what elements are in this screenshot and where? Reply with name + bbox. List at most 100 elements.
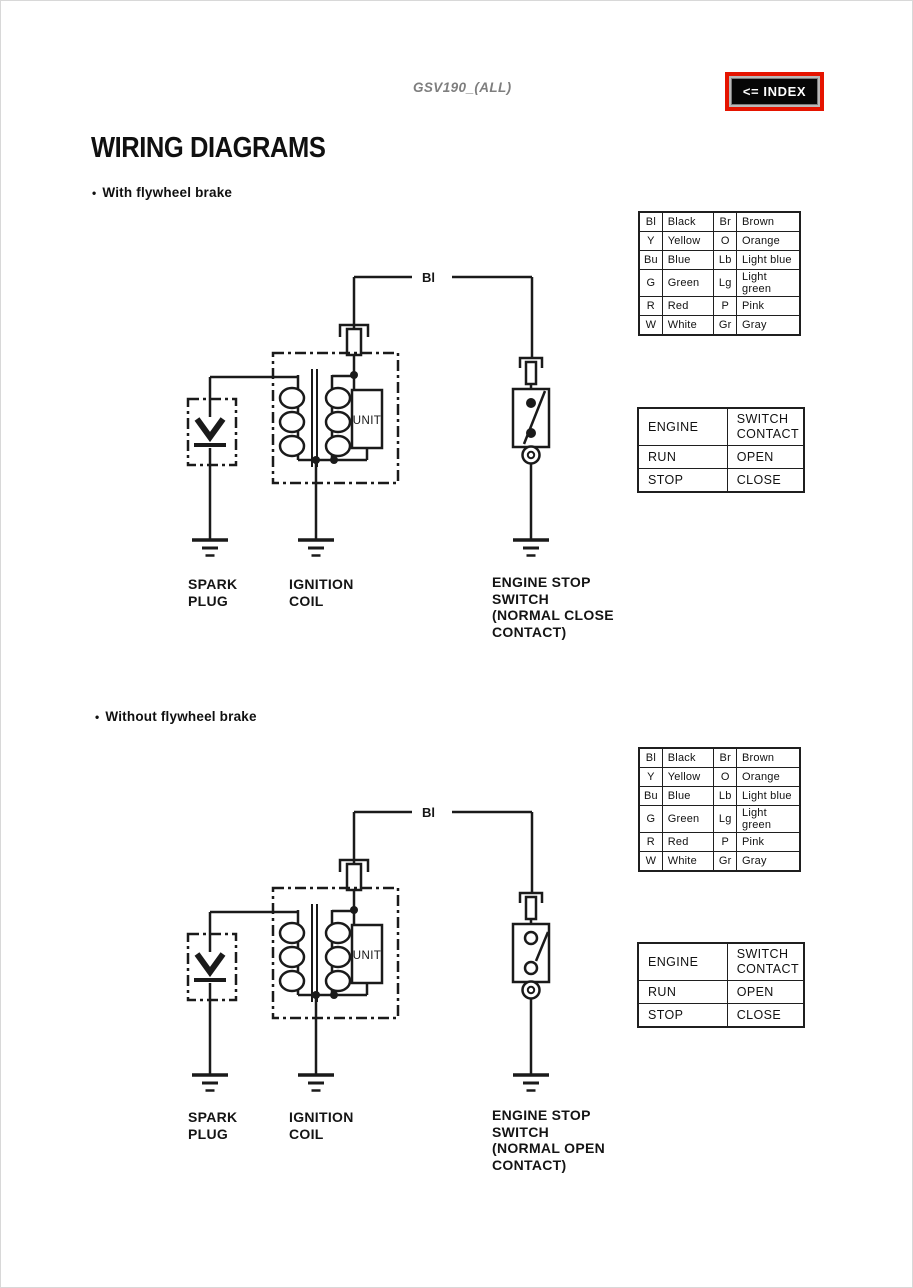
table-cell: Black: [661, 211, 715, 232]
table-cell: Y: [638, 231, 663, 251]
table-cell: G: [638, 269, 663, 297]
table-cell: W: [638, 851, 663, 872]
table-cell: Red: [661, 832, 715, 852]
table-cell: Light green: [736, 269, 801, 297]
table-cell: Bu: [638, 786, 663, 806]
unit-label: UNIT: [353, 415, 381, 427]
table-cell: CLOSE: [726, 468, 805, 493]
table-cell: R: [638, 296, 663, 316]
table-cell: ENGINE: [637, 942, 728, 981]
table-cell: RUN: [637, 445, 728, 469]
table-cell: Gr: [713, 315, 738, 336]
table-cell: SWITCH CONTACT: [726, 407, 805, 446]
table-cell: Pink: [736, 832, 801, 852]
table-cell: Bu: [638, 250, 663, 270]
section-label-text: With flywheel brake: [102, 185, 233, 200]
section-label-text: Without flywheel brake: [105, 709, 257, 724]
wire-color-label: Bl: [422, 805, 435, 820]
table-cell: Light blue: [736, 250, 801, 270]
table-cell: STOP: [637, 468, 728, 493]
table-cell: Gray: [736, 851, 801, 872]
table-cell: Bl: [638, 747, 663, 768]
table-cell: Blue: [661, 250, 715, 270]
table-cell: Lb: [713, 786, 738, 806]
index-button-label: <= INDEX: [731, 78, 818, 105]
table-cell: CLOSE: [726, 1003, 805, 1028]
table-cell: SWITCH CONTACT: [726, 942, 805, 981]
table-cell: Gray: [736, 315, 801, 336]
table-cell: Y: [638, 767, 663, 787]
bullet-icon: •: [95, 710, 100, 724]
engine-stop-switch-label: ENGINE STOP SWITCH (NORMAL OPEN CONTACT): [492, 1107, 606, 1173]
spark-plug-label: SPARK PLUG: [188, 1109, 238, 1142]
table-cell: P: [713, 296, 738, 316]
table-cell: OPEN: [726, 445, 805, 469]
section-heading-without-flywheel-brake: • Without flywheel brake: [95, 709, 257, 724]
document-code: GSV190_(ALL): [413, 80, 512, 95]
table-cell: Green: [661, 805, 715, 833]
wiring-diagram-without-flywheel-brake: Bl UNIT: [150, 805, 610, 1110]
table-cell: Blue: [661, 786, 715, 806]
table-cell: Orange: [736, 231, 801, 251]
table-cell: Lg: [713, 269, 738, 297]
table-cell: Black: [661, 747, 715, 768]
table-cell: Gr: [713, 851, 738, 872]
table-cell: Bl: [638, 211, 663, 232]
table-cell: O: [713, 767, 738, 787]
table-cell: Yellow: [661, 231, 715, 251]
table-cell: O: [713, 231, 738, 251]
table-cell: OPEN: [726, 980, 805, 1004]
table-cell: Light blue: [736, 786, 801, 806]
table-cell: Brown: [736, 747, 801, 768]
table-cell: Green: [661, 269, 715, 297]
index-button[interactable]: <= INDEX: [725, 72, 824, 111]
table-cell: R: [638, 832, 663, 852]
table-cell: ENGINE: [637, 407, 728, 446]
table-cell: P: [713, 832, 738, 852]
wire-color-label: Bl: [422, 270, 435, 285]
wiring-diagram-with-flywheel-brake: Bl UNIT: [150, 270, 610, 575]
table-cell: Lb: [713, 250, 738, 270]
table-cell: Pink: [736, 296, 801, 316]
table-cell: RUN: [637, 980, 728, 1004]
table-cell: White: [661, 851, 715, 872]
table-cell: W: [638, 315, 663, 336]
table-cell: Yellow: [661, 767, 715, 787]
spark-plug-label: SPARK PLUG: [188, 576, 238, 609]
table-cell: White: [661, 315, 715, 336]
table-cell: Orange: [736, 767, 801, 787]
section-heading-with-flywheel-brake: • With flywheel brake: [92, 185, 232, 200]
table-cell: Light green: [736, 805, 801, 833]
bullet-icon: •: [92, 186, 97, 200]
ignition-coil-label: IGNITION COIL: [289, 576, 354, 609]
table-cell: Br: [713, 211, 738, 232]
table-cell: G: [638, 805, 663, 833]
engine-stop-switch-label: ENGINE STOP SWITCH (NORMAL CLOSE CONTACT…: [492, 574, 614, 640]
table-cell: Red: [661, 296, 715, 316]
table-cell: Brown: [736, 211, 801, 232]
table-cell: STOP: [637, 1003, 728, 1028]
